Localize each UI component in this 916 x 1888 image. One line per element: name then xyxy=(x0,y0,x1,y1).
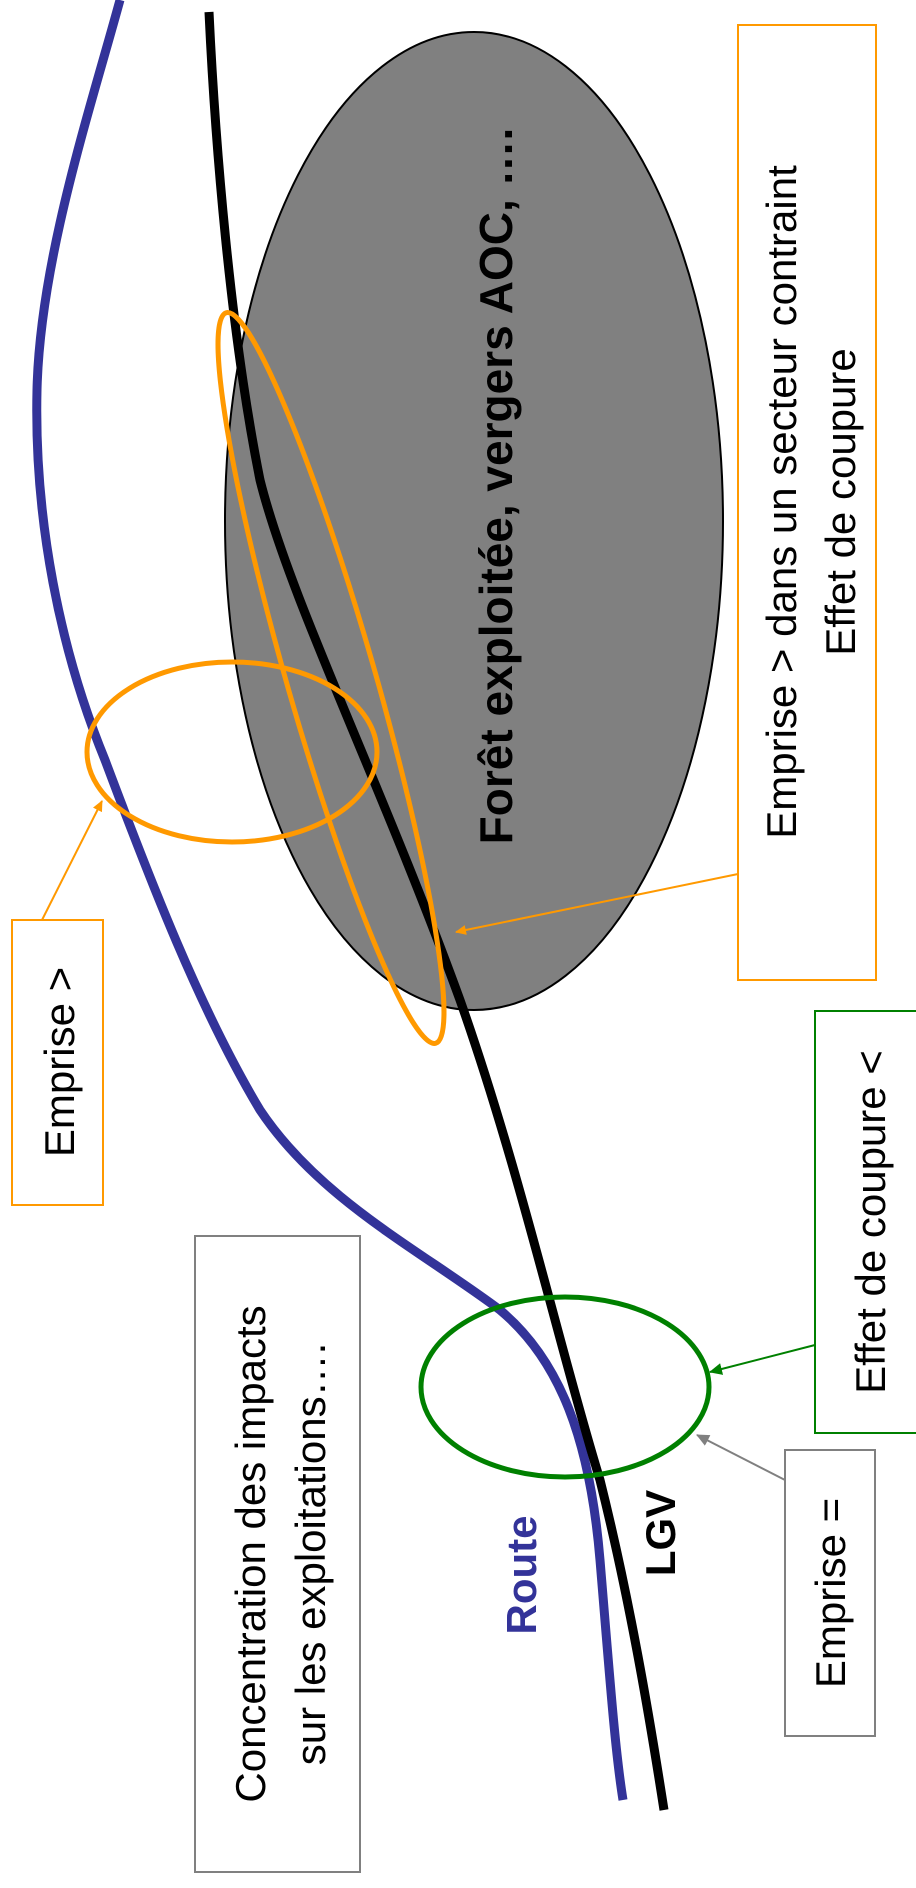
effet-coupure-box xyxy=(814,1010,916,1434)
constrained-sector-text-line1: Emprise > dans un secteur contraint xyxy=(758,165,805,839)
emprise-greater-text: Emprise > xyxy=(36,967,83,1157)
lgv-line xyxy=(204,11,669,1811)
emprise-equal-box xyxy=(784,1449,876,1737)
emprise-greater-box xyxy=(11,919,104,1206)
forest-area xyxy=(224,31,724,1011)
concentration-text-line1: Concentration des impacts xyxy=(227,1305,274,1802)
concentration-box xyxy=(194,1235,361,1873)
route-label: Route xyxy=(498,1516,545,1635)
constrained-sector-arrow xyxy=(455,873,739,935)
constrained-sector-text-line2: Effet de coupure xyxy=(817,348,864,655)
route-line xyxy=(32,0,628,1801)
constrained-sector-ellipse xyxy=(215,310,447,1046)
effet-coupure-ellipse xyxy=(418,1294,712,1480)
emprise-equal-arrow xyxy=(696,1434,786,1481)
emprise-zone-ellipse xyxy=(84,659,380,845)
emprise-greater-arrow xyxy=(41,800,103,921)
constrained-sector-box xyxy=(737,24,877,981)
effet-coupure-text: Effet de coupure < xyxy=(847,1050,894,1394)
lgv-label: LGV xyxy=(637,1490,684,1576)
forest-label: Forêt exploitée, vergers AOC, …. xyxy=(470,128,522,845)
effet-coupure-arrow xyxy=(709,1344,816,1375)
emprise-equal-text: Emprise = xyxy=(807,1498,854,1688)
concentration-text-line2: sur les exploitations…. xyxy=(287,1343,334,1766)
